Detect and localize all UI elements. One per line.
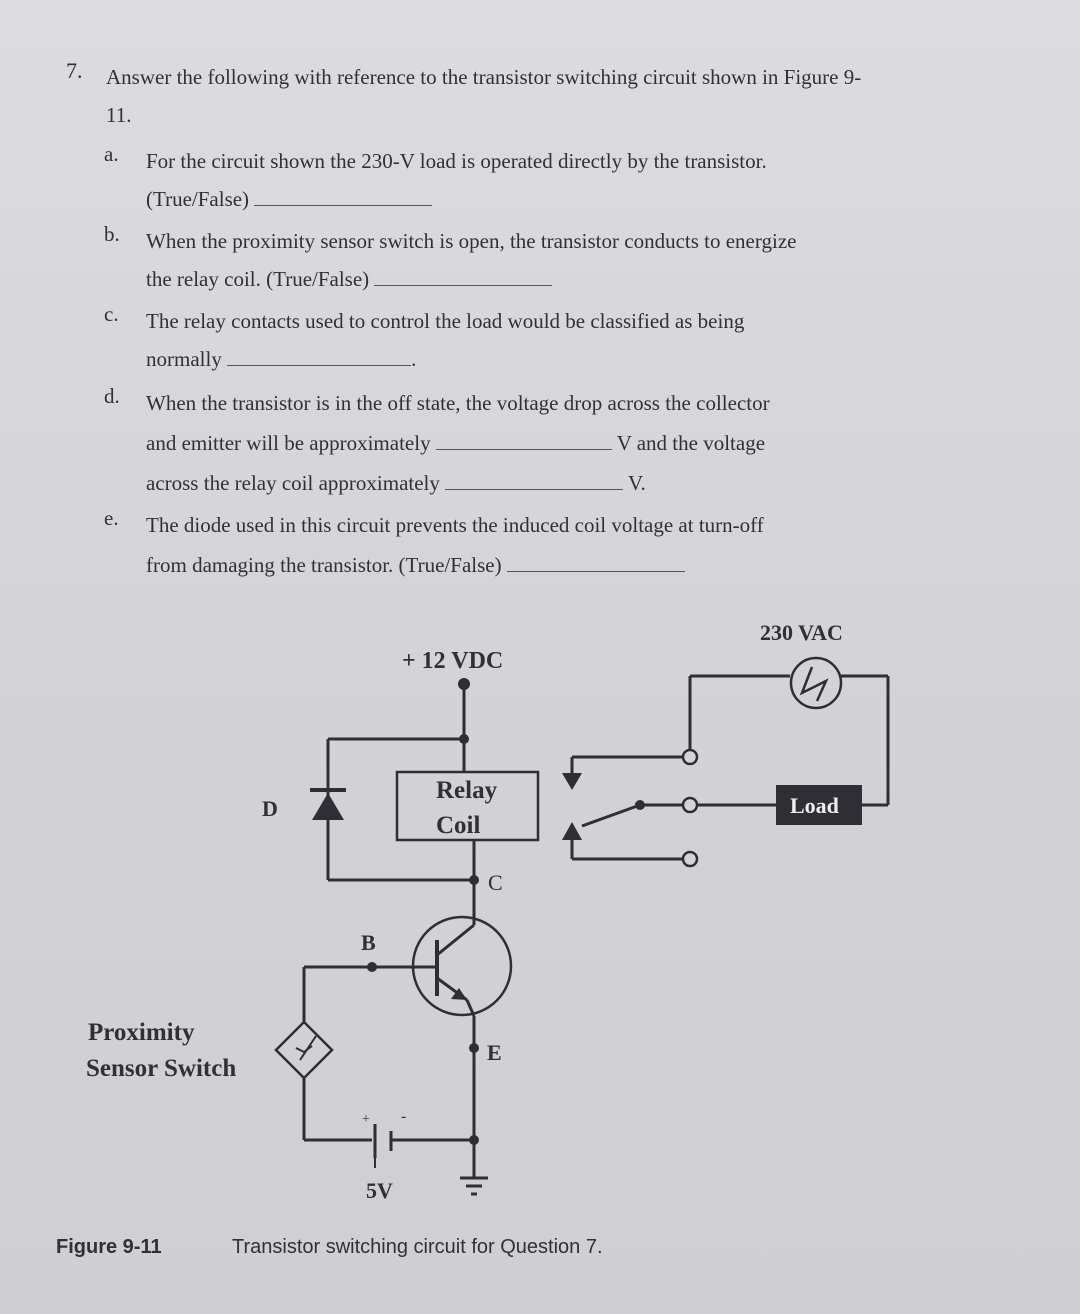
emitter-label: E xyxy=(487,1040,502,1065)
answer-blank-a[interactable] xyxy=(254,191,433,206)
question-intro: Answer the following with reference to t… xyxy=(106,65,862,127)
relay-coil-box xyxy=(395,770,540,842)
item-c-line2: normally xyxy=(146,347,222,371)
proximity-sensor-switch-symbol xyxy=(274,1020,334,1080)
base-label: B xyxy=(361,930,376,955)
item-b-line2: the relay coil. (True/False) xyxy=(146,267,370,291)
item-c-period: . xyxy=(411,347,417,371)
item-a-letter: a. xyxy=(104,142,119,166)
answer-blank-d1[interactable] xyxy=(435,435,612,450)
contact-terminal-common xyxy=(681,796,699,814)
load-box xyxy=(776,785,862,825)
item-e-line2: from damaging the transistor. (True/Fals… xyxy=(146,553,502,577)
contact-terminal-top xyxy=(681,748,699,766)
answer-blank-b[interactable] xyxy=(374,271,553,286)
diode-symbol xyxy=(310,788,346,820)
sensor-label-line1: Proximity xyxy=(88,1019,195,1046)
item-d-line2a: and emitter will be approximately xyxy=(146,431,431,455)
figure-label: Figure 9-11 xyxy=(56,1236,162,1258)
item-d-line3a: across the relay coil approximately xyxy=(146,471,440,495)
relay-label-line1: Relay xyxy=(436,777,498,804)
item-e-line2-row: from damaging the transistor. (True/Fals… xyxy=(146,546,685,584)
answer-blank-e[interactable] xyxy=(506,557,685,572)
item-d-letter: d. xyxy=(104,384,120,408)
diode-label: D xyxy=(262,796,278,821)
item-d-line3b: V. xyxy=(628,471,646,495)
item-c-letter: c. xyxy=(104,302,119,326)
item-b-line1: When the proximity sensor switch is open… xyxy=(146,229,797,253)
sensor-label-line2: Sensor Switch xyxy=(86,1055,236,1082)
item-d-line2-row: and emitter will be approximately V and … xyxy=(146,424,765,462)
load-label: Load xyxy=(790,793,839,818)
figure-caption: Transistor switching circuit for Questio… xyxy=(232,1236,603,1258)
item-e-letter: e. xyxy=(104,506,119,530)
relay-contacts-symbol xyxy=(562,755,684,861)
contact-terminal-bottom xyxy=(681,850,699,868)
item-e-line1: The diode used in this circuit prevents … xyxy=(146,513,764,537)
battery-plus-label: + xyxy=(362,1112,370,1127)
item-a-line1: For the circuit shown the 230-V load is … xyxy=(146,149,767,173)
item-a-line2: (True/False) xyxy=(146,187,250,211)
answer-blank-c[interactable] xyxy=(227,351,412,366)
item-a-line2-row: (True/False) xyxy=(146,180,433,218)
item-c-line1: The relay contacts used to control the l… xyxy=(146,309,745,333)
ac-source-icon xyxy=(789,656,843,710)
answer-blank-d2[interactable] xyxy=(445,475,624,490)
supply-label: + 12 VDC xyxy=(402,648,503,674)
item-c-line2-row: normally . xyxy=(146,340,416,378)
ac-source-label: 230 VAC xyxy=(760,620,843,645)
battery-icon xyxy=(373,1124,393,1168)
item-d-line2b: V and the voltage xyxy=(616,431,766,455)
collector-label: C xyxy=(488,870,503,895)
battery-label: 5V xyxy=(366,1178,393,1203)
item-d-line3-row: across the relay coil approximately V. xyxy=(146,464,646,502)
battery-minus-label: - xyxy=(401,1108,406,1125)
item-b-letter: b. xyxy=(104,222,120,246)
item-b-line2-row: the relay coil. (True/False) xyxy=(146,260,553,298)
item-d-line1: When the transistor is in the off state,… xyxy=(146,391,770,415)
relay-label-line2: Coil xyxy=(436,812,481,839)
question-number: 7. xyxy=(66,58,83,83)
ground-icon xyxy=(460,1176,488,1196)
